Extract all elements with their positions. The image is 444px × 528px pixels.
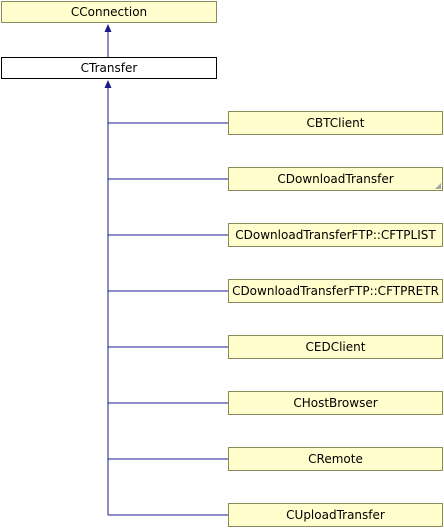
class-node-derived[interactable]: CHostBrowser (228, 391, 443, 415)
class-label: CUploadTransfer (286, 508, 385, 522)
class-label: CBTClient (306, 116, 365, 130)
class-node-derived[interactable]: CDownloadTransferFTP::CFTPLIST (228, 223, 443, 247)
class-label: CDownloadTransfer (277, 172, 394, 186)
class-node-current: CTransfer (1, 57, 217, 79)
class-node-derived[interactable]: CDownloadTransferFTP::CFTPRETR (228, 279, 443, 303)
class-label: CHostBrowser (293, 396, 378, 410)
inheritance-arrowhead-base (104, 24, 112, 32)
class-label: CDownloadTransferFTP::CFTPRETR (232, 284, 439, 298)
class-node-base[interactable]: CConnection (1, 1, 217, 23)
class-label: CTransfer (80, 61, 138, 75)
folded-corner-icon (435, 183, 441, 189)
class-node-derived[interactable]: CBTClient (228, 111, 443, 135)
inheritance-arrowhead-current (104, 80, 112, 88)
class-node-derived[interactable]: CEDClient (228, 335, 443, 359)
class-label: CEDClient (305, 340, 366, 354)
class-label: CDownloadTransferFTP::CFTPLIST (235, 228, 436, 242)
class-label: CConnection (70, 5, 148, 19)
class-node-derived[interactable]: CUploadTransfer (228, 503, 443, 527)
class-label: CRemote (308, 452, 363, 466)
class-node-derived[interactable]: CRemote (228, 447, 443, 471)
class-node-derived[interactable]: CDownloadTransfer (228, 167, 443, 191)
